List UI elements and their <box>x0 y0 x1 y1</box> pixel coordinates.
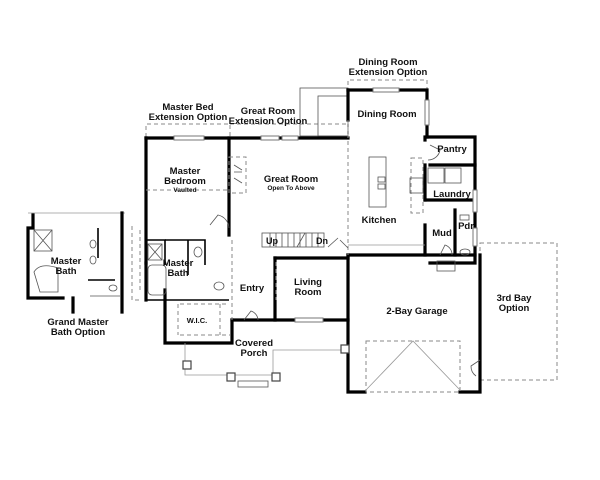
great-room-extension-label: Great Room Extension Option <box>229 107 308 127</box>
room-note: Vaulted <box>173 187 197 194</box>
covered-porch-label: Covered Porch <box>235 339 273 359</box>
master-bath-label: Master Bath <box>163 259 194 279</box>
extension-label-line: Dining Room <box>358 57 418 68</box>
stairs-down-label: Dn <box>316 236 328 246</box>
room-name: Option <box>498 303 530 314</box>
room-name: Bedroom <box>164 176 206 187</box>
mud-label: Mud <box>432 228 452 239</box>
master-bedroom-label: Master Bedroom Vaulted <box>164 167 206 195</box>
staircase <box>261 232 325 248</box>
grand-master-bath-option-caption: Grand Master Bath Option <box>47 318 108 338</box>
great-room-label: Great Room Open To Above <box>264 175 318 193</box>
pantry-label: Pantry <box>437 144 467 155</box>
stairs-up-label: Up <box>266 236 278 246</box>
room-name: Porch <box>240 348 268 359</box>
dining-room-label: Dining Room <box>357 109 417 120</box>
grand-master-bath-option <box>26 211 140 314</box>
walls <box>144 88 482 394</box>
room-note: Open To Above <box>267 185 315 192</box>
room-name: Master <box>169 166 201 177</box>
room-name: Bath <box>167 268 189 279</box>
caption-line: Bath Option <box>50 327 106 338</box>
living-room-label: Living Room <box>294 278 322 298</box>
extension-label-line: Extension Option <box>348 67 428 78</box>
room-name: Master <box>50 256 82 267</box>
room-name: Covered <box>234 338 274 349</box>
third-bay-option-label: 3rd Bay Option <box>497 294 532 314</box>
laundry-label: Laundry <box>433 189 471 200</box>
powder-room-label: Pdr <box>458 221 474 232</box>
extension-label-line: Great Room <box>240 106 296 117</box>
extension-label-line: Extension Option <box>148 112 228 123</box>
master-bed-extension-label: Master Bed Extension Option <box>149 103 228 123</box>
room-name: Room <box>294 287 322 298</box>
wic-label: W.I.C. <box>186 316 208 325</box>
caption-line: Grand Master <box>47 317 109 328</box>
extension-outlines <box>145 79 558 381</box>
extension-label-line: Extension Option <box>228 116 308 127</box>
dining-room-extension-label: Dining Room Extension Option <box>349 58 428 78</box>
room-name: Great Room <box>263 174 319 185</box>
extension-label-line: Master Bed <box>162 102 214 113</box>
grand-master-bath-label: Master Bath <box>51 257 82 277</box>
room-name: 3rd Bay <box>496 293 532 304</box>
room-name: Master <box>162 258 194 269</box>
kitchen-label: Kitchen <box>361 215 397 226</box>
room-name: Living <box>294 277 322 288</box>
garage-label: 2-Bay Garage <box>386 306 448 317</box>
entry-label: Entry <box>239 283 265 294</box>
room-name: Bath <box>55 266 77 277</box>
